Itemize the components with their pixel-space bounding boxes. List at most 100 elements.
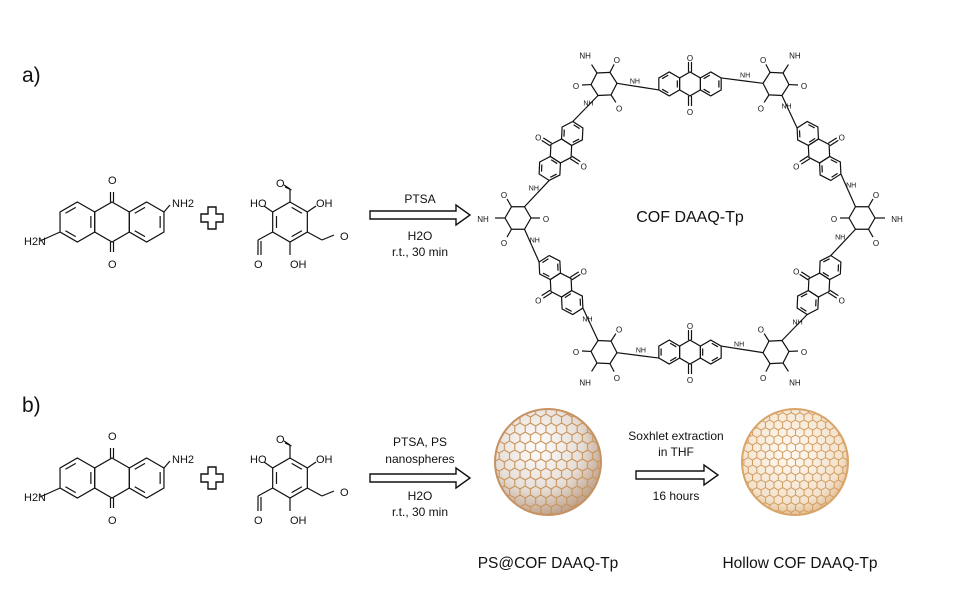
atom-label: O: [687, 54, 693, 63]
plus-sign-icon: [200, 466, 224, 490]
double-bond: [134, 462, 146, 470]
atom-label: O: [573, 348, 579, 357]
ring: [128, 201, 165, 243]
carbonyl-bond: [763, 333, 770, 342]
double-bond: [823, 258, 830, 263]
carbonyl-bond: [867, 228, 874, 238]
ps-cof-label: PS@COF DAAQ-Tp: [478, 555, 619, 572]
imine-bond: [742, 80, 764, 84]
atom-label: O: [108, 515, 117, 527]
atom-label: O: [254, 259, 263, 271]
conditions-label: r.t., 30 min: [392, 505, 448, 519]
atom-label: O: [687, 108, 693, 117]
ring: [796, 289, 820, 316]
bond: [163, 460, 171, 469]
imine-bond: [584, 95, 599, 109]
atom-label: O: [501, 239, 507, 248]
ring: [59, 201, 96, 243]
carbonyl-bond: [542, 292, 553, 299]
ring: [818, 155, 842, 182]
bond: [263, 205, 274, 213]
bond: [284, 442, 292, 447]
imine-bond: [842, 228, 856, 243]
ring: [272, 457, 308, 499]
extraction-label: Soxhlet extraction: [628, 429, 723, 443]
imine-bond: [781, 95, 791, 112]
bond: [306, 205, 317, 213]
double-bond: [808, 137, 816, 143]
double-bond: [572, 138, 580, 143]
double-bond: [573, 124, 580, 130]
cof-atom-labels: OOONHOOONHOOONHOOONHOOONHOOONHOONHNHOONH…: [477, 51, 903, 387]
bond: [263, 461, 274, 469]
cof-name-label: COF DAAQ-Tp: [636, 209, 744, 226]
ring: [679, 339, 701, 365]
ring: [59, 457, 96, 499]
carbonyl-bond: [829, 139, 839, 147]
ring: [658, 71, 681, 97]
atom-label: OH: [316, 454, 333, 466]
bond: [257, 487, 273, 497]
double-bond: [669, 356, 677, 362]
atom-label: O: [758, 325, 764, 334]
atom-label: O: [760, 56, 766, 65]
double-bond: [711, 356, 719, 362]
double-bond: [65, 462, 77, 470]
atom-label: O: [687, 322, 693, 331]
double-bond: [65, 230, 77, 238]
double-bond: [822, 271, 830, 277]
atom-label: O: [254, 515, 263, 527]
atom-label: O: [839, 297, 845, 306]
double-bond: [711, 342, 719, 348]
ring: [818, 254, 842, 281]
double-bond: [831, 172, 838, 178]
imine-bond: [523, 229, 533, 246]
ring: [538, 254, 562, 281]
chemical-structures: [39, 61, 885, 511]
imine-bond: [582, 307, 592, 325]
carbonyl-bond: [571, 155, 581, 163]
ring: [807, 138, 831, 164]
imine-bond: [721, 77, 743, 82]
ring: [560, 120, 584, 147]
imine-bond: [616, 82, 638, 88]
imine-bond: [637, 86, 659, 91]
imine-bond: [788, 111, 798, 129]
atom-label: H2N: [24, 492, 46, 504]
bond: [257, 231, 273, 241]
carbonyl-bond: [541, 139, 551, 147]
bond: [321, 490, 335, 497]
double-bond: [550, 159, 558, 165]
reaction-arrow-icon: [635, 463, 720, 487]
carbonyl-bond: [506, 228, 513, 238]
double-bond: [669, 342, 677, 348]
carbonyl-bond: [800, 158, 811, 165]
carbonyl-bond: [799, 273, 809, 281]
catalyst-label: PTSA, PS: [393, 435, 447, 449]
atom-label: OH: [290, 259, 307, 271]
atom-label: NH: [789, 51, 801, 60]
bond: [163, 204, 171, 213]
atom-label: O: [616, 105, 622, 114]
carbonyl-bond: [867, 198, 874, 208]
double-bond: [808, 124, 815, 129]
bond: [307, 231, 323, 241]
bond: [39, 231, 61, 242]
imine-bond: [591, 64, 598, 74]
double-bond: [291, 486, 303, 494]
atom-label: O: [616, 325, 622, 334]
carbonyl-bond: [827, 292, 838, 299]
ring: [699, 339, 722, 365]
atom-label: O: [793, 163, 799, 172]
carbonyl-bond: [765, 363, 771, 372]
bond: [321, 234, 335, 241]
imine-bond: [840, 173, 849, 191]
aldehyde-monomer-a-labels: O O O HO OH OH: [250, 178, 349, 271]
atom-label: NH: [781, 104, 791, 111]
atom-label: O: [873, 191, 879, 200]
carbonyl-bond: [609, 363, 615, 372]
solvent-label: H2O: [408, 229, 433, 243]
carbonyl-bond: [541, 289, 551, 297]
atom-label: O: [276, 434, 285, 446]
atom-label: NH: [477, 215, 489, 224]
